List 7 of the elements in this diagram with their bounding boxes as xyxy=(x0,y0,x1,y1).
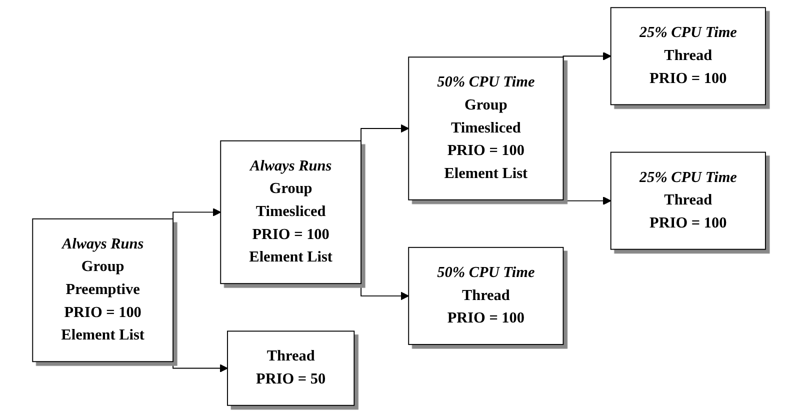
node-box: 25% CPU Time Thread PRIO = 100 xyxy=(610,7,766,106)
node-box: Thread PRIO = 50 xyxy=(226,330,355,406)
node-box: 50% CPU Time Thread PRIO = 100 xyxy=(408,246,564,345)
node-box: 50% CPU Time Group Timesliced PRIO = 100 Element List xyxy=(408,56,564,200)
node-box: 25% CPU Time Thread PRIO = 100 xyxy=(610,152,766,250)
node-box: Always Runs Group Timesliced PRIO = 100 Element List xyxy=(220,140,362,284)
node-box: Always Runs Group Preemptive PRIO = 100 Element List xyxy=(32,218,174,362)
